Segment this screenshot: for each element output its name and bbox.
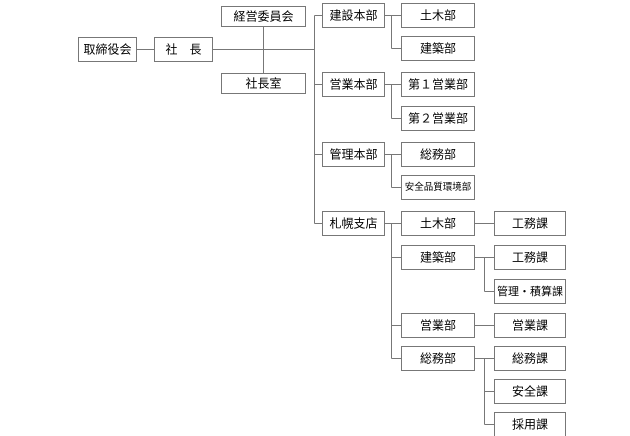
org-box-sapporo-general-affairs-section-label: 総務課 [512, 351, 548, 366]
org-box-admin-hq: 管理本部 [322, 142, 385, 167]
org-box-sapporo-civil-works-section: 工務課 [494, 211, 566, 236]
org-box-sapporo-building-dept-frame [401, 245, 475, 270]
org-box-president: 社 長 [154, 37, 213, 62]
org-box-safety-quality-env-dept: 安全品質環境部 [401, 175, 475, 200]
org-box-board: 取締役会 [78, 37, 137, 62]
connector-lines [136, 15, 495, 425]
org-box-sales-hq: 営業本部 [322, 72, 385, 97]
org-box-sapporo-sales-section-frame [494, 313, 566, 338]
org-box-sales2-frame [401, 106, 475, 131]
org-box-sapporo-safety-section-frame [494, 379, 566, 404]
org-box-mgmt-committee: 経営委員会 [221, 6, 306, 27]
org-box-safety-quality-env-dept-label: 安全品質環境部 [405, 181, 472, 193]
org-box-sapporo-safety-section: 安全課 [494, 379, 566, 404]
org-box-sapporo-building-dept: 建築部 [401, 245, 475, 270]
org-box-sapporo-sales-section-label: 営業課 [512, 318, 548, 333]
org-box-sapporo-civil-works-section-frame [494, 211, 566, 236]
org-box-general-affairs-dept-label: 総務部 [420, 147, 456, 162]
org-box-safety-quality-env-dept-frame [401, 175, 475, 200]
org-box-sapporo-building-works-section: 工務課 [494, 245, 566, 270]
org-box-sapporo-general-affairs-section-frame [494, 346, 566, 371]
org-box-sales1-label: 第１営業部 [408, 77, 468, 92]
org-box-sapporo-branch-frame [322, 211, 385, 236]
org-box-board-label: 取締役会 [83, 42, 131, 57]
org-box-sapporo-recruitment-section: 採用課 [494, 412, 566, 436]
org-box-mgmt-committee-frame [221, 6, 306, 27]
org-box-sales-hq-frame [322, 72, 385, 97]
org-box-sapporo-branch: 札幌支店 [322, 211, 385, 236]
org-box-sapporo-civil-dept-frame [401, 211, 475, 236]
org-box-sales-hq-label: 営業本部 [329, 77, 377, 92]
org-box-sapporo-mgmt-accounting-section-label: 管理・積算課 [497, 284, 563, 298]
org-box-sapporo-building-works-section-label: 工務課 [512, 250, 548, 265]
org-box-sapporo-general-affairs-dept-label: 総務部 [420, 351, 456, 366]
org-box-president-label: 社 長 [165, 42, 201, 57]
org-box-sapporo-civil-works-section-label: 工務課 [512, 216, 548, 231]
org-box-sapporo-sales-dept-label: 営業部 [420, 318, 456, 333]
org-box-sales1: 第１営業部 [401, 72, 475, 97]
org-box-sapporo-recruitment-section-frame [494, 412, 566, 436]
org-box-president-frame [154, 37, 213, 62]
org-box-construction-hq-frame [322, 3, 385, 28]
org-box-sapporo-building-dept-label: 建築部 [420, 250, 456, 265]
org-box-sapporo-civil-dept-label: 土木部 [420, 216, 456, 231]
org-box-building-dept-label: 建築部 [420, 41, 456, 56]
org-box-sapporo-civil-dept: 土木部 [401, 211, 475, 236]
org-box-sapporo-general-affairs-dept: 総務部 [401, 346, 475, 371]
org-box-civil-dept: 土木部 [401, 3, 475, 28]
org-box-sapporo-recruitment-section-label: 採用課 [512, 417, 548, 432]
org-box-sales2-label: 第２営業部 [408, 111, 468, 126]
org-box-sapporo-sales-section: 営業課 [494, 313, 566, 338]
org-box-sales1-frame [401, 72, 475, 97]
org-box-construction-hq: 建設本部 [322, 3, 385, 28]
org-box-construction-hq-label: 建設本部 [329, 8, 377, 23]
org-boxes: 取締役会社 長経営委員会社長室建設本部土木部建築部営業本部第１営業部第２営業部管… [78, 3, 566, 436]
org-box-civil-dept-frame [401, 3, 475, 28]
org-box-sapporo-mgmt-accounting-section: 管理・積算課 [494, 279, 566, 304]
org-box-president-office-frame [221, 73, 306, 94]
org-box-president-office-label: 社長室 [245, 76, 281, 91]
org-box-president-office: 社長室 [221, 73, 306, 94]
org-box-sapporo-general-affairs-section: 総務課 [494, 346, 566, 371]
org-box-general-affairs-dept: 総務部 [401, 142, 475, 167]
org-box-building-dept: 建築部 [401, 36, 475, 61]
org-box-admin-hq-frame [322, 142, 385, 167]
org-box-sales2: 第２営業部 [401, 106, 475, 131]
org-box-sapporo-sales-dept-frame [401, 313, 475, 338]
org-box-board-frame [78, 37, 137, 62]
org-box-sapporo-sales-dept: 営業部 [401, 313, 475, 338]
org-box-general-affairs-dept-frame [401, 142, 475, 167]
org-box-sapporo-building-works-section-frame [494, 245, 566, 270]
org-box-sapporo-mgmt-accounting-section-frame [494, 279, 566, 304]
org-box-building-dept-frame [401, 36, 475, 61]
org-box-admin-hq-label: 管理本部 [329, 147, 377, 162]
org-box-sapporo-branch-label: 札幌支店 [329, 216, 377, 231]
org-box-sapporo-general-affairs-dept-frame [401, 346, 475, 371]
org-box-sapporo-safety-section-label: 安全課 [512, 384, 548, 399]
org-box-mgmt-committee-label: 経営委員会 [233, 10, 293, 24]
org-box-civil-dept-label: 土木部 [420, 8, 456, 23]
